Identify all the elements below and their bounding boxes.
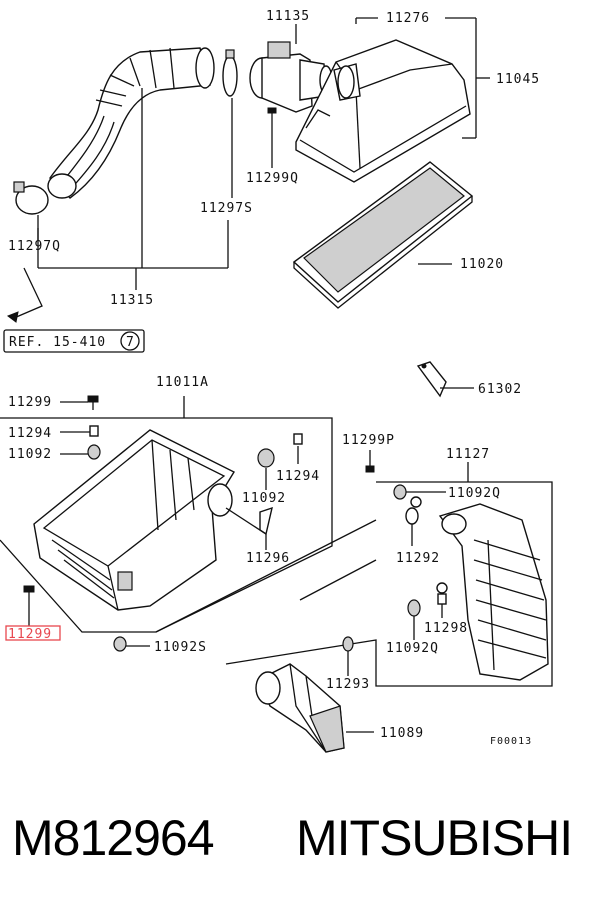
clip-11296 xyxy=(259,506,273,536)
brand-caption: MITSUBISHI xyxy=(296,810,572,866)
leader-lines-top xyxy=(6,17,490,323)
label-11092s: 11092S xyxy=(154,640,207,655)
label-11299q: 11299Q xyxy=(246,171,299,186)
label-11045: 11045 xyxy=(496,72,540,87)
label-11294-right: 11294 xyxy=(276,469,320,484)
screw-top-left xyxy=(87,395,99,410)
label-11293: 11293 xyxy=(326,677,370,692)
label-11315: 11315 xyxy=(110,293,154,308)
screw-highlight xyxy=(23,585,35,600)
leader-lines-middle xyxy=(28,401,299,647)
label-11299p: 11299P xyxy=(342,433,395,448)
label-11135: 11135 xyxy=(266,9,310,24)
label-11092-left: 11092 xyxy=(8,447,52,462)
hose-clamp-left xyxy=(13,181,49,215)
highlighted-part-callout[interactable]: 11299 xyxy=(5,625,61,642)
label-11011a: 11011A xyxy=(156,375,209,390)
part-number-caption: M812964 xyxy=(12,810,214,866)
bushing-left xyxy=(87,444,101,460)
bushing-right xyxy=(257,448,275,468)
resonator xyxy=(438,503,549,681)
bushing-bottom xyxy=(113,636,127,652)
grommet-right xyxy=(293,433,303,445)
figure-code: F00013 xyxy=(490,736,532,747)
label-61302: 61302 xyxy=(478,382,522,397)
label-11299-highlight: 11299 xyxy=(8,627,52,642)
label-11092-right: 11092 xyxy=(242,491,286,506)
air-intake-duct xyxy=(255,663,374,753)
hose-clamp-right xyxy=(222,49,238,97)
reference-box: REF. 15-410 7 xyxy=(3,329,145,353)
label-11299-top: 11299 xyxy=(8,395,52,410)
intake-hose xyxy=(47,47,215,199)
air-cleaner-case xyxy=(33,429,235,611)
grommet-left xyxy=(89,425,99,437)
label-11296: 11296 xyxy=(246,551,290,566)
label-11297s: 11297S xyxy=(200,201,253,216)
label-11292: 11292 xyxy=(396,551,440,566)
label-11020: 11020 xyxy=(460,257,504,272)
air-cleaner-cover xyxy=(295,39,471,183)
case-assembly-frame xyxy=(0,396,333,633)
reference-number: 7 xyxy=(126,335,135,350)
sensor-screw xyxy=(267,107,277,126)
leader-lines-right xyxy=(347,491,446,676)
label-11298: 11298 xyxy=(424,621,468,636)
label-11089: 11089 xyxy=(380,726,424,741)
label-11092q-bottom: 11092Q xyxy=(386,641,439,656)
screw-11299p xyxy=(365,450,375,473)
bracket-61302 xyxy=(416,361,474,398)
label-11127: 11127 xyxy=(446,447,490,462)
label-11092q-top: 11092Q xyxy=(448,486,501,501)
label-11294-left: 11294 xyxy=(8,426,52,441)
label-11297q: 11297Q xyxy=(8,239,61,254)
label-11276: 11276 xyxy=(386,11,430,26)
air-filter-element xyxy=(292,161,474,309)
reference-label: REF. 15-410 xyxy=(9,335,106,350)
